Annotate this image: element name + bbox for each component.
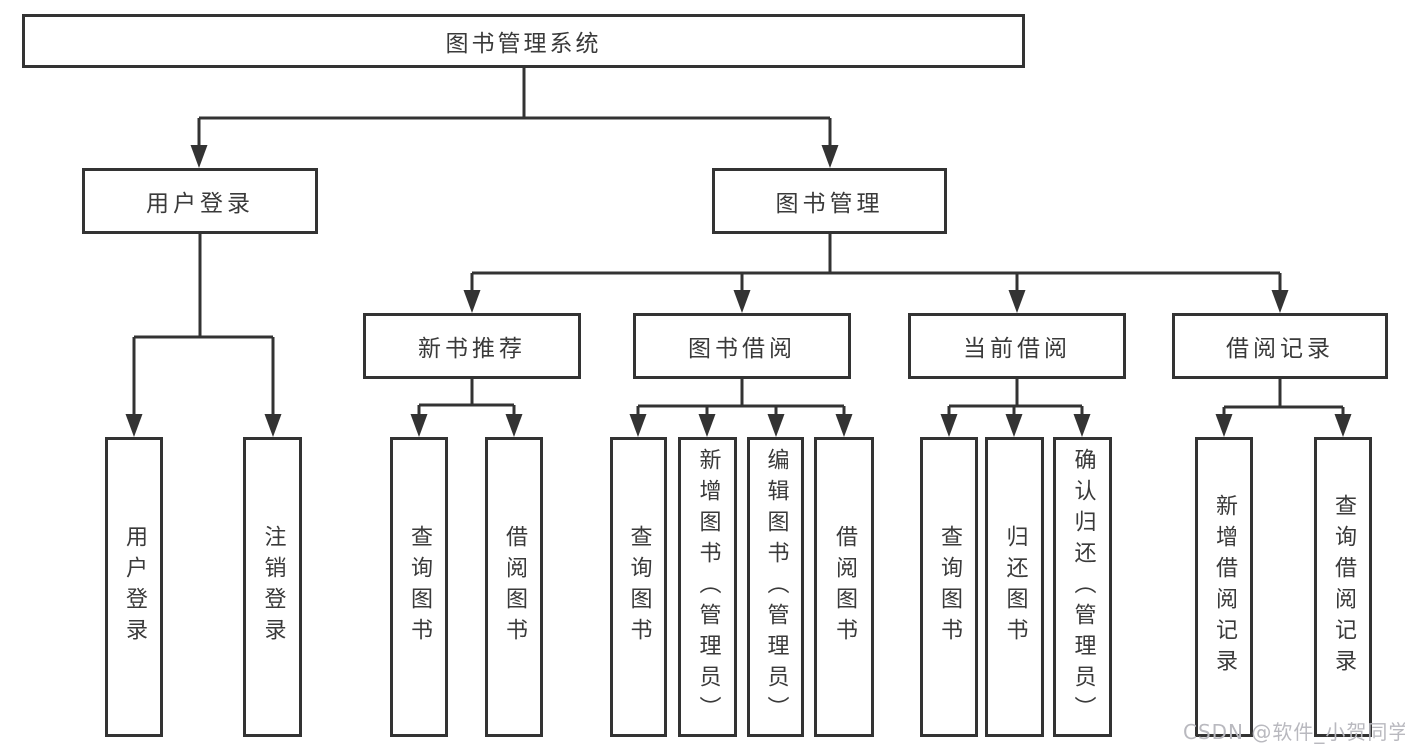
leaf-borrowing-query-books: 查询图书 <box>610 437 667 737</box>
leaf-logout-login: 注销登录 <box>243 437 302 737</box>
leaf-recommend-borrow-books: 借阅图书 <box>485 437 543 737</box>
leaf-records-query-record: 查询借阅记录 <box>1314 437 1372 737</box>
leaf-current-query-books: 查询图书 <box>920 437 978 737</box>
leaf-records-add-record: 新增借阅记录 <box>1195 437 1253 737</box>
node-user-login: 用户登录 <box>82 168 318 234</box>
leaf-borrowing-edit-books-admin: 编辑图书（管理员） <box>747 437 804 737</box>
node-book-management: 图书管理 <box>712 168 947 234</box>
node-library-system: 图书管理系统 <box>22 14 1025 68</box>
node-new-book-recommend: 新书推荐 <box>363 313 581 379</box>
node-current-borrowing: 当前借阅 <box>908 313 1126 379</box>
node-borrowing-records: 借阅记录 <box>1172 313 1388 379</box>
leaf-borrowing-add-books-admin: 新增图书（管理员） <box>678 437 737 737</box>
csdn-watermark: CSDN @软件_小贺同学 <box>1183 720 1405 744</box>
leaf-current-return-books: 归还图书 <box>985 437 1044 737</box>
leaf-current-confirm-return-admin: 确认归还（管理员） <box>1053 437 1112 737</box>
node-book-borrowing: 图书借阅 <box>633 313 851 379</box>
leaf-recommend-query-books: 查询图书 <box>390 437 448 737</box>
leaf-borrowing-borrow-books: 借阅图书 <box>814 437 874 737</box>
leaf-user-login: 用户登录 <box>105 437 163 737</box>
